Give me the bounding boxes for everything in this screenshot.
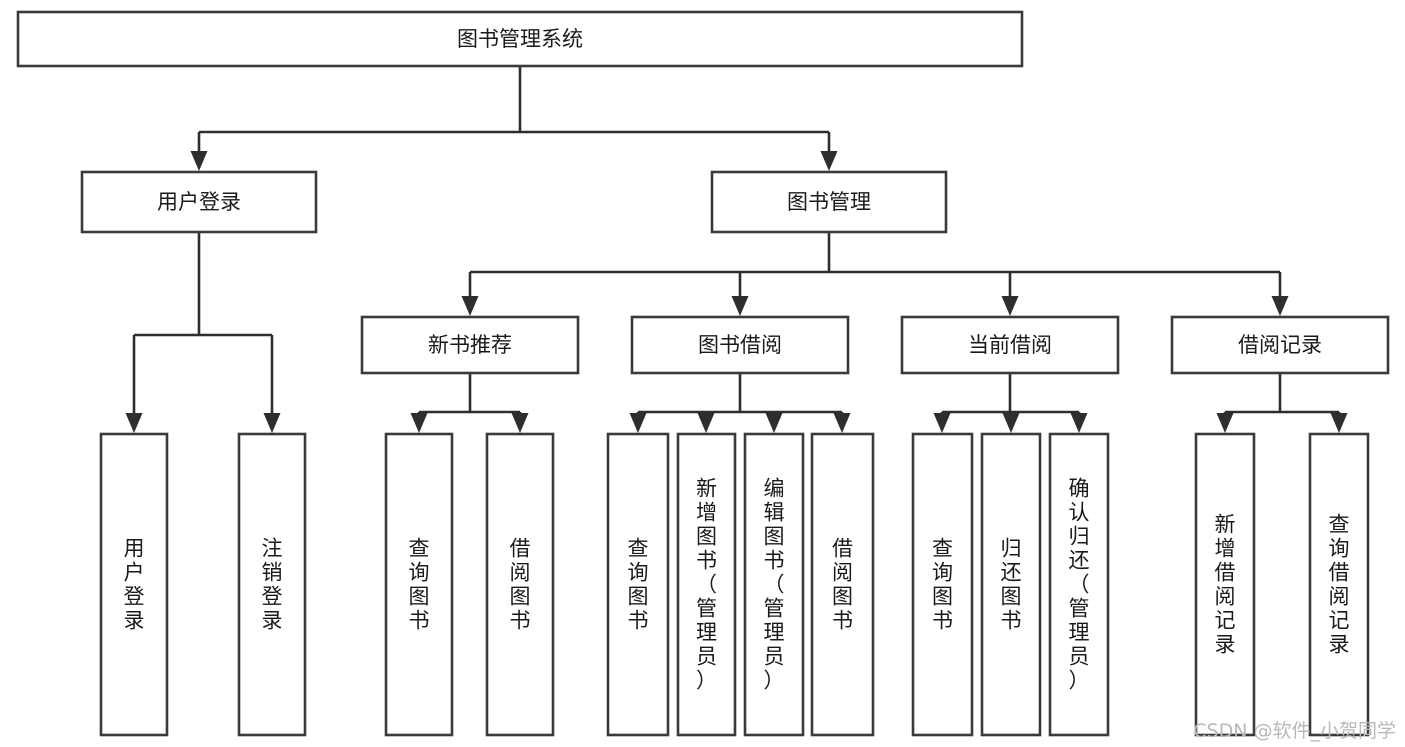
node-borrow-record[interactable]: 借阅记录	[1170, 315, 1390, 375]
arrow-head-icon	[125, 413, 143, 433]
node-box-rect[interactable]	[810, 432, 875, 737]
node-leaf-edit-book[interactable]: 编辑图书（管理员）	[743, 432, 805, 737]
node-leaf-borrow-book[interactable]: 借阅图书	[810, 432, 875, 737]
node-current-borrow[interactable]: 当前借阅	[900, 315, 1120, 375]
node-box-rect[interactable]	[99, 432, 169, 737]
node-layer: 图书管理系统用户登录图书管理新书推荐图书借阅当前借阅借阅记录用户登录注销登录查询…	[16, 10, 1390, 737]
node-box-rect[interactable]	[980, 432, 1042, 737]
node-user-login[interactable]: 用户登录	[80, 170, 318, 234]
node-new-book-recommend[interactable]: 新书推荐	[360, 315, 580, 375]
node-box-rect[interactable]	[237, 432, 307, 737]
arrow-head-icon	[461, 296, 479, 316]
node-book-manage[interactable]: 图书管理	[710, 170, 948, 234]
node-label: 归还图书	[1001, 537, 1022, 633]
arrow-head-icon	[765, 413, 783, 433]
node-leaf-query-book-current[interactable]: 查询图书	[911, 432, 974, 737]
node-box-rect[interactable]	[743, 432, 805, 737]
node-leaf-user-logout[interactable]: 注销登录	[237, 432, 307, 737]
node-label: 图书管理	[787, 190, 871, 214]
node-box-rect[interactable]	[900, 315, 1120, 375]
node-label: 新增图书（管理员）	[696, 477, 717, 693]
node-box-rect[interactable]	[16, 10, 1024, 68]
node-label: 图书管理系统	[457, 27, 583, 51]
arrow-head-icon	[697, 413, 715, 433]
node-label: 用户登录	[157, 190, 241, 214]
arrow-head-icon	[1001, 296, 1019, 316]
node-label: 编辑图书（管理员）	[764, 477, 785, 693]
node-box-rect[interactable]	[80, 170, 318, 234]
node-label: 用户登录	[124, 537, 145, 633]
node-box-rect[interactable]	[676, 432, 737, 737]
node-leaf-borrow-book-recommend[interactable]: 借阅图书	[485, 432, 555, 737]
arrow-head-icon	[1271, 296, 1289, 316]
node-box-rect[interactable]	[911, 432, 974, 737]
arrow-head-icon	[820, 151, 838, 171]
node-box-rect[interactable]	[1194, 432, 1256, 737]
node-box-rect[interactable]	[710, 170, 948, 234]
node-label: 确认归还（管理员）	[1069, 477, 1090, 693]
arrow-head-icon	[190, 151, 208, 171]
node-leaf-add-book[interactable]: 新增图书（管理员）	[676, 432, 737, 737]
arrow-head-icon	[629, 413, 647, 433]
node-leaf-add-borrow-record[interactable]: 新增借阅记录	[1194, 432, 1256, 737]
node-box-rect[interactable]	[1308, 432, 1370, 737]
node-label: 查询借阅记录	[1329, 513, 1350, 657]
node-label: 新书推荐	[428, 333, 512, 357]
arrow-head-icon	[731, 296, 749, 316]
arrow-head-icon	[1216, 413, 1234, 433]
node-label: 新增借阅记录	[1215, 513, 1236, 657]
node-box-rect[interactable]	[630, 315, 850, 375]
node-leaf-user-login[interactable]: 用户登录	[99, 432, 169, 737]
node-label: 图书借阅	[698, 333, 782, 357]
arrow-head-icon	[1070, 413, 1088, 433]
node-box-rect[interactable]	[485, 432, 555, 737]
node-box-rect[interactable]	[1170, 315, 1390, 375]
node-label: 查询图书	[628, 537, 649, 633]
node-label: 注销登录	[262, 537, 283, 633]
arrow-head-icon	[1330, 413, 1348, 433]
node-label: 借阅记录	[1238, 333, 1322, 357]
node-root-system[interactable]: 图书管理系统	[16, 10, 1024, 68]
node-leaf-confirm-return[interactable]: 确认归还（管理员）	[1048, 432, 1110, 737]
node-label: 借阅图书	[832, 537, 853, 633]
node-box-rect[interactable]	[384, 432, 454, 737]
arrow-head-icon	[511, 413, 529, 433]
arrow-head-icon	[263, 413, 281, 433]
node-label: 查询图书	[932, 537, 953, 633]
node-box-rect[interactable]	[606, 432, 670, 737]
arrow-head-icon	[833, 413, 851, 433]
node-book-borrow[interactable]: 图书借阅	[630, 315, 850, 375]
node-label: 查询图书	[409, 537, 430, 633]
node-box-rect[interactable]	[1048, 432, 1110, 737]
connector-layer	[125, 66, 1348, 433]
csdn-watermark: CSDN @软件_小贺同学	[1193, 720, 1396, 742]
node-leaf-query-book-recommend[interactable]: 查询图书	[384, 432, 454, 737]
node-leaf-query-borrow-record[interactable]: 查询借阅记录	[1308, 432, 1370, 737]
arrow-head-icon	[1002, 413, 1020, 433]
node-leaf-query-book-borrow[interactable]: 查询图书	[606, 432, 670, 737]
arrow-head-icon	[410, 413, 428, 433]
node-label: 当前借阅	[968, 333, 1052, 357]
node-leaf-return-book[interactable]: 归还图书	[980, 432, 1042, 737]
node-label: 借阅图书	[510, 537, 531, 633]
arrow-head-icon	[933, 413, 951, 433]
node-box-rect[interactable]	[360, 315, 580, 375]
